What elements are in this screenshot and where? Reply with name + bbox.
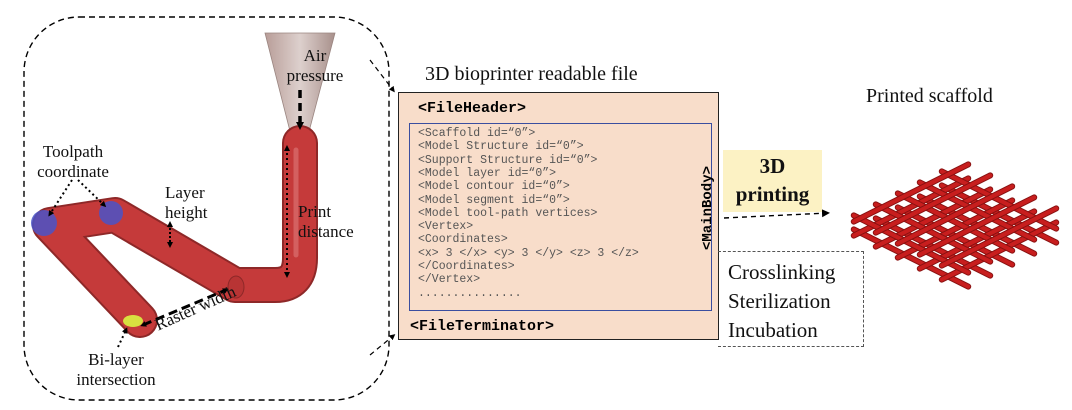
intersection-marker — [123, 315, 143, 327]
post-step: Incubation — [728, 318, 818, 342]
code-line: </Vertex> — [418, 273, 481, 287]
intersection-pointer — [117, 327, 128, 348]
toolpath-pointer-left — [48, 179, 73, 217]
scaffold-strand — [917, 195, 1037, 257]
file-header: <FileHeader> — [418, 100, 527, 117]
printing-arrow — [723, 209, 830, 219]
file-terminator: <FileTerminator> — [410, 318, 555, 335]
connector-bottom — [369, 334, 396, 356]
code-line: <Model layer id=“0”> — [418, 166, 557, 180]
code-line: </Coordinates> — [418, 260, 515, 273]
code-line: <x> 3 </x> <y> 3 </y> <z> 3 </z> — [418, 246, 639, 260]
coordinate-marker-right — [99, 201, 123, 225]
strands — [32, 125, 318, 338]
post-step: Sterilization — [728, 289, 831, 313]
scaffold-strand — [851, 162, 971, 224]
code-line: <Vertex> — [418, 220, 474, 234]
printing-box — [723, 150, 822, 212]
code-line: <Model tool-path vertices> — [418, 206, 598, 220]
main-body-label: <MainBody> — [700, 165, 716, 250]
code-line: <Support Structure id=“0”> — [418, 153, 598, 167]
main-body-frame — [409, 123, 712, 311]
post-step: Crosslinking — [728, 260, 836, 284]
toolpath-pointer-right — [77, 179, 107, 208]
code-line: <Model Structure id=“0”> — [418, 140, 584, 154]
post-processing-box — [718, 251, 864, 347]
printed-scaffold-title: Printed scaffold — [866, 85, 993, 107]
strand-end — [227, 275, 245, 299]
raster-width-arrow — [140, 288, 229, 327]
scaffold-strand — [873, 173, 993, 235]
scaffold-strand — [939, 206, 1059, 268]
code-line: ............... — [418, 286, 522, 300]
scaffold-strand — [895, 184, 1015, 246]
post-processing-list: Crosslinking Sterilization Incubation — [728, 258, 835, 345]
printed-scaffold — [850, 161, 1060, 290]
code-line: <Model contour id=“0”> — [418, 180, 570, 194]
code-line: <Scaffold id=“0”> — [418, 127, 536, 140]
code-line: <Model segment id=“0”> — [418, 193, 570, 207]
file-box — [398, 92, 719, 340]
code-line: <Coordinates> — [418, 233, 508, 247]
coordinate-marker-left — [31, 210, 57, 236]
connector-top — [369, 59, 395, 93]
readable-file-title: 3D bioprinter readable file — [425, 63, 638, 85]
